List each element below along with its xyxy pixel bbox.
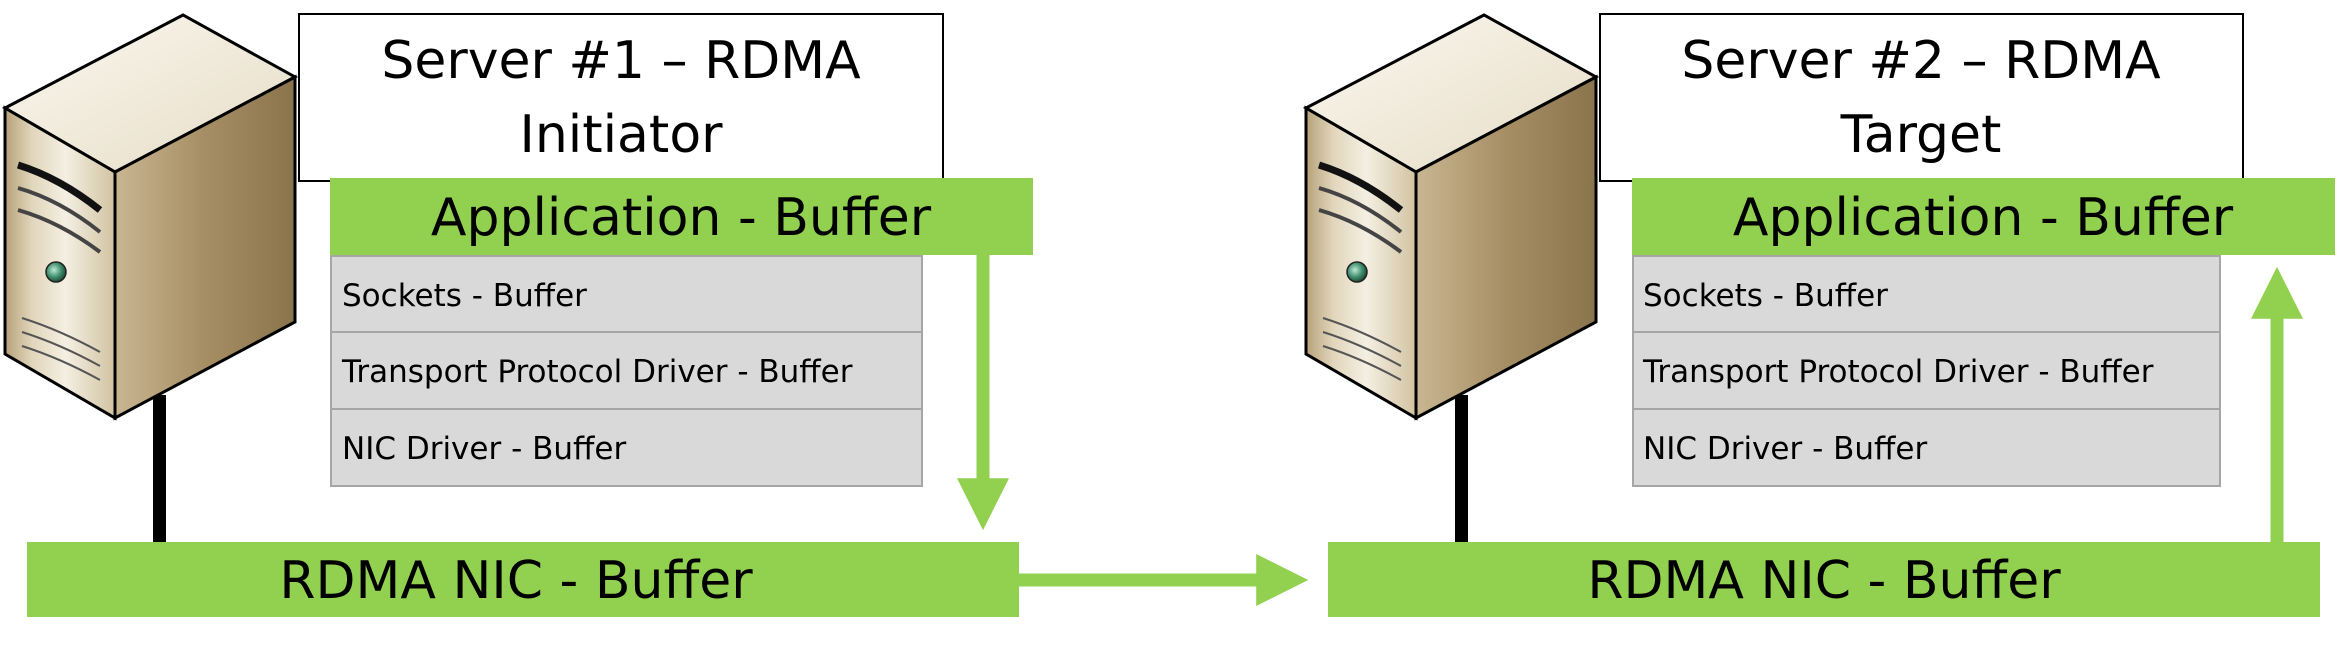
- rdma-nic-buffer-bar: [27, 542, 1019, 617]
- server-title-line-2: Target: [1840, 105, 2002, 165]
- server-2: Server #2 – RDMA Target Application - Bu…: [1302, 13, 2335, 617]
- server-title-box: [298, 13, 944, 182]
- transport-driver-buffer-label: Transport Protocol Driver - Buffer: [1642, 354, 2154, 390]
- application-buffer-bar: [1632, 178, 2335, 255]
- sockets-buffer-label: Sockets - Buffer: [342, 278, 587, 314]
- server-title-line-2: Initiator: [519, 105, 723, 165]
- nic-driver-buffer-label: NIC Driver - Buffer: [1643, 431, 1927, 467]
- nic-driver-buffer-layer: [330, 408, 923, 487]
- rdma-nic-buffer-label: RDMA NIC - Buffer: [1587, 551, 2061, 611]
- server-title-line-1: Server #2 – RDMA: [1681, 31, 2161, 91]
- rdma-nic-buffer-label: RDMA NIC - Buffer: [279, 551, 753, 611]
- rdma-nic-buffer-bar: [1328, 542, 2320, 617]
- network-cable: [153, 395, 166, 543]
- server-title-line-1: Server #1 – RDMA: [381, 31, 861, 91]
- application-buffer-label: Application - Buffer: [431, 188, 932, 248]
- network-cable: [1455, 395, 1468, 543]
- server-1: Server #1 – RDMA Initiator Application -…: [1, 13, 1033, 617]
- server-title-box: [1599, 13, 2244, 182]
- transport-driver-buffer-label: Transport Protocol Driver - Buffer: [341, 354, 853, 390]
- sockets-buffer-layer: [1632, 255, 2221, 333]
- server-tower-icon: [1302, 13, 1600, 421]
- transport-driver-buffer-layer: [330, 331, 923, 410]
- nic-driver-buffer-layer: [1632, 408, 2221, 487]
- application-buffer-bar: [330, 178, 1033, 255]
- server-tower-icon: [1, 13, 299, 421]
- sockets-buffer-label: Sockets - Buffer: [1643, 278, 1888, 314]
- nic-driver-buffer-label: NIC Driver - Buffer: [342, 431, 626, 467]
- transport-driver-buffer-layer: [1632, 331, 2221, 410]
- application-buffer-label: Application - Buffer: [1733, 188, 2234, 248]
- sockets-buffer-layer: [330, 255, 923, 333]
